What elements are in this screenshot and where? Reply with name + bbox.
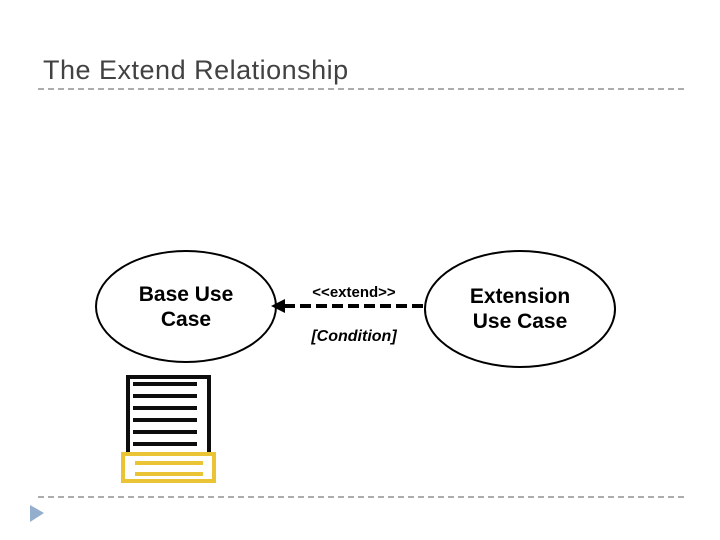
document-text-line	[133, 418, 197, 422]
document-highlight-section	[121, 452, 216, 483]
extension-use-case-ellipse: Extension Use Case	[424, 250, 616, 368]
footer-divider	[38, 496, 686, 498]
document-icon	[126, 375, 211, 456]
base-use-case-label-line2: Case	[160, 307, 212, 331]
arrow-head-left-icon	[271, 299, 285, 313]
slide-title: The Extend Relationship	[43, 55, 349, 85]
base-use-case-label-line1: Base Use	[138, 282, 234, 306]
extension-use-case-label-line1: Extension	[469, 285, 571, 308]
document-text-line	[133, 382, 197, 386]
play-triangle-icon	[30, 505, 44, 522]
document-text-line	[133, 394, 197, 398]
document-text-line	[133, 430, 197, 434]
extend-dashed-line	[284, 304, 428, 308]
highlight-text-line	[135, 461, 203, 465]
extend-stereotype-label: <<extend>>	[312, 284, 396, 301]
document-text-line	[133, 442, 197, 446]
highlight-text-line	[135, 472, 203, 476]
base-use-case-ellipse: Base Use Case	[95, 250, 277, 363]
condition-label: [Condition]	[311, 328, 397, 345]
extension-use-case-label-line2: Use Case	[472, 310, 568, 333]
document-text-line	[133, 406, 197, 410]
title-divider	[38, 88, 686, 90]
